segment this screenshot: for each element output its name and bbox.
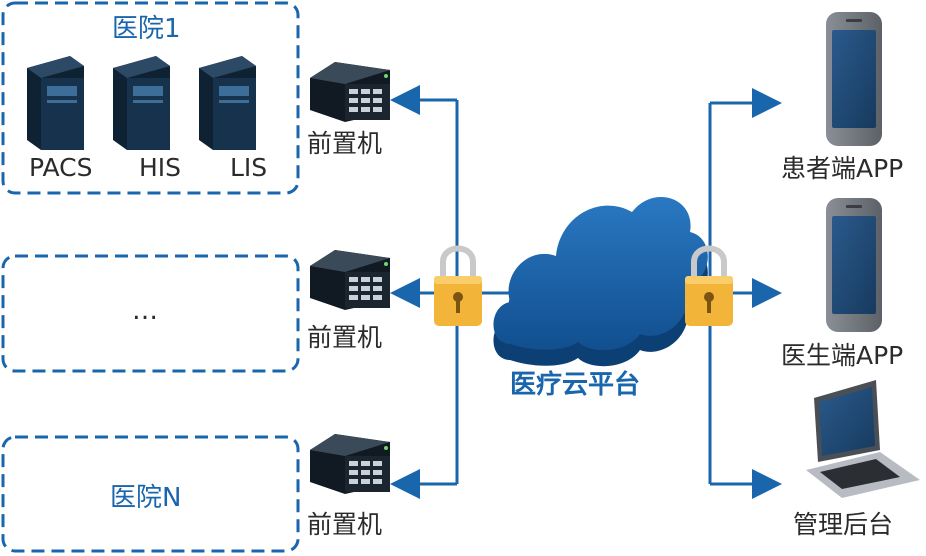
- pacs-label: PACS: [29, 153, 93, 182]
- front-server-label-1: 前置机: [307, 129, 383, 158]
- front-server-icon-3: [310, 434, 390, 494]
- his-label: HIS: [139, 153, 182, 182]
- pacs-server-icon: [27, 56, 84, 150]
- cloud-platform-label: 医疗云平台: [510, 370, 641, 400]
- front-server-icon-1: [310, 62, 390, 122]
- cloud-icon: [493, 197, 708, 367]
- hospital-ellipsis: …: [132, 296, 158, 326]
- hospital-1-title: 医院1: [112, 14, 181, 44]
- doctor-phone-icon: [826, 198, 882, 332]
- his-server-icon: [113, 56, 170, 150]
- lock-icon-left: [434, 245, 482, 326]
- lis-label: LIS: [230, 153, 268, 182]
- front-server-icon-2: [310, 250, 390, 310]
- laptop-icon: [806, 380, 920, 498]
- lock-icon-right: [685, 245, 733, 326]
- lis-server-icon: [199, 56, 256, 150]
- patient-app-label: 患者端APP: [781, 154, 904, 183]
- hospital-1-box: [1, 1, 300, 195]
- patient-phone-icon: [826, 12, 882, 146]
- front-server-label-2: 前置机: [307, 323, 383, 352]
- front-server-label-3: 前置机: [307, 510, 383, 539]
- hospital-n-title: 医院N: [110, 483, 182, 513]
- admin-backend-label: 管理后台: [793, 510, 894, 539]
- doctor-app-label: 医生端APP: [781, 341, 904, 370]
